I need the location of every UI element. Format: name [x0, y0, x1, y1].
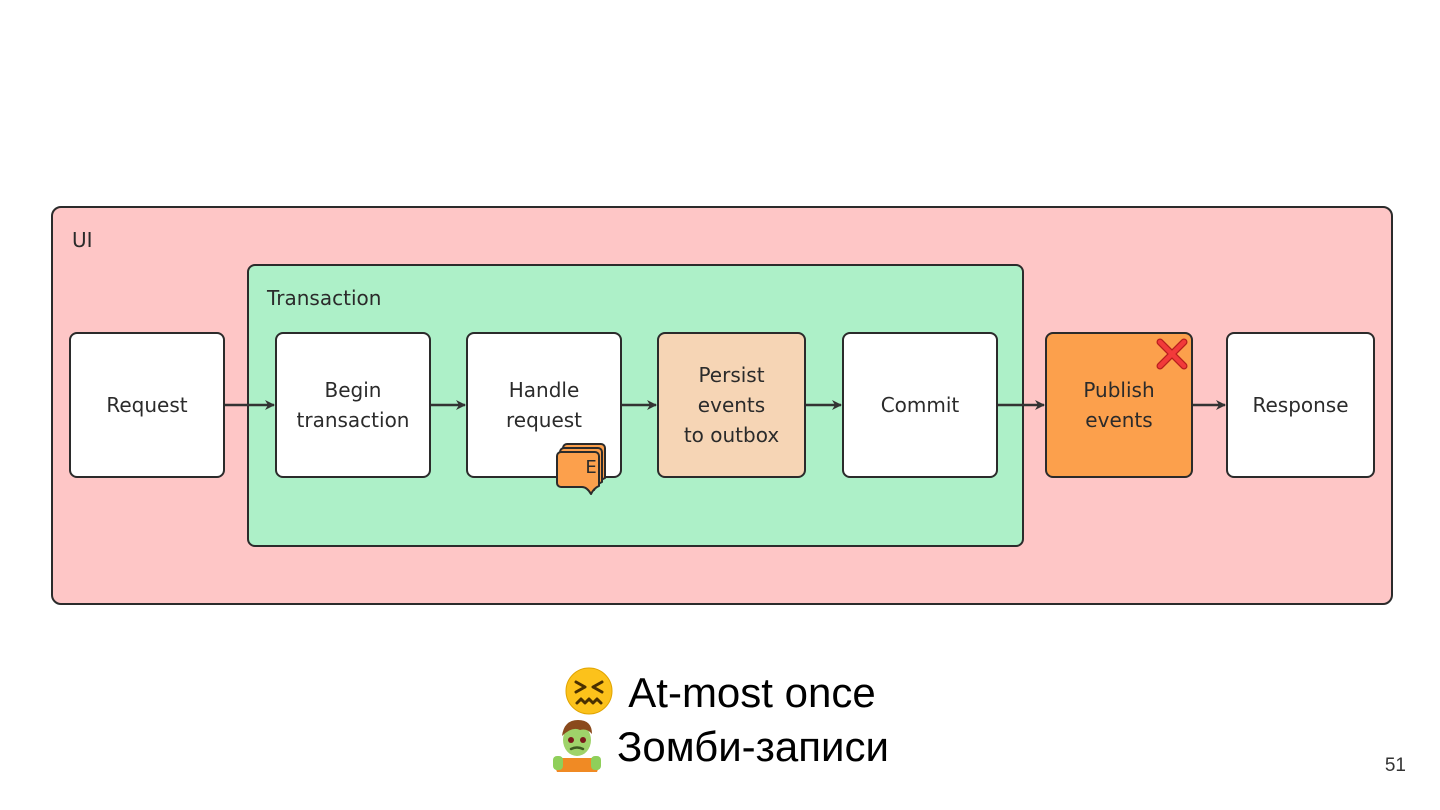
caption-at-most-once-text: At-most once [628, 669, 876, 717]
node-persist-events: Persist events to outbox [657, 332, 806, 478]
ui-container-label: UI [72, 228, 93, 252]
node-persist-events-text: Persist events to outbox [683, 363, 780, 447]
event-badge-label: E [585, 457, 597, 478]
node-commit: Commit [842, 332, 998, 478]
caption-at-most-once: At-most once [0, 666, 1440, 726]
event-stack-icon [556, 443, 606, 495]
confounded-face-emoji-icon [564, 666, 614, 726]
node-commit-text: Commit [880, 393, 960, 417]
caption-zombie-records-text: Зомби-записи [617, 723, 889, 771]
caption-zombie-records: Зомби-записи [0, 718, 1440, 782]
node-publish-events-text: Publish events [1083, 378, 1155, 432]
page-number: 51 [1384, 755, 1406, 776]
node-request-text: Request [106, 393, 188, 417]
cross-mark-icon [1156, 338, 1188, 370]
zombie-emoji-icon [551, 718, 603, 782]
node-response: Response [1226, 332, 1375, 478]
node-request: Request [69, 332, 225, 478]
node-begin-transaction-text: Begin transaction [296, 378, 410, 432]
node-handle-request-text: Handle request [505, 378, 583, 432]
node-response-text: Response [1252, 393, 1349, 417]
node-begin-transaction: Begin transaction [275, 332, 431, 478]
transaction-container-label: Transaction [267, 286, 382, 310]
